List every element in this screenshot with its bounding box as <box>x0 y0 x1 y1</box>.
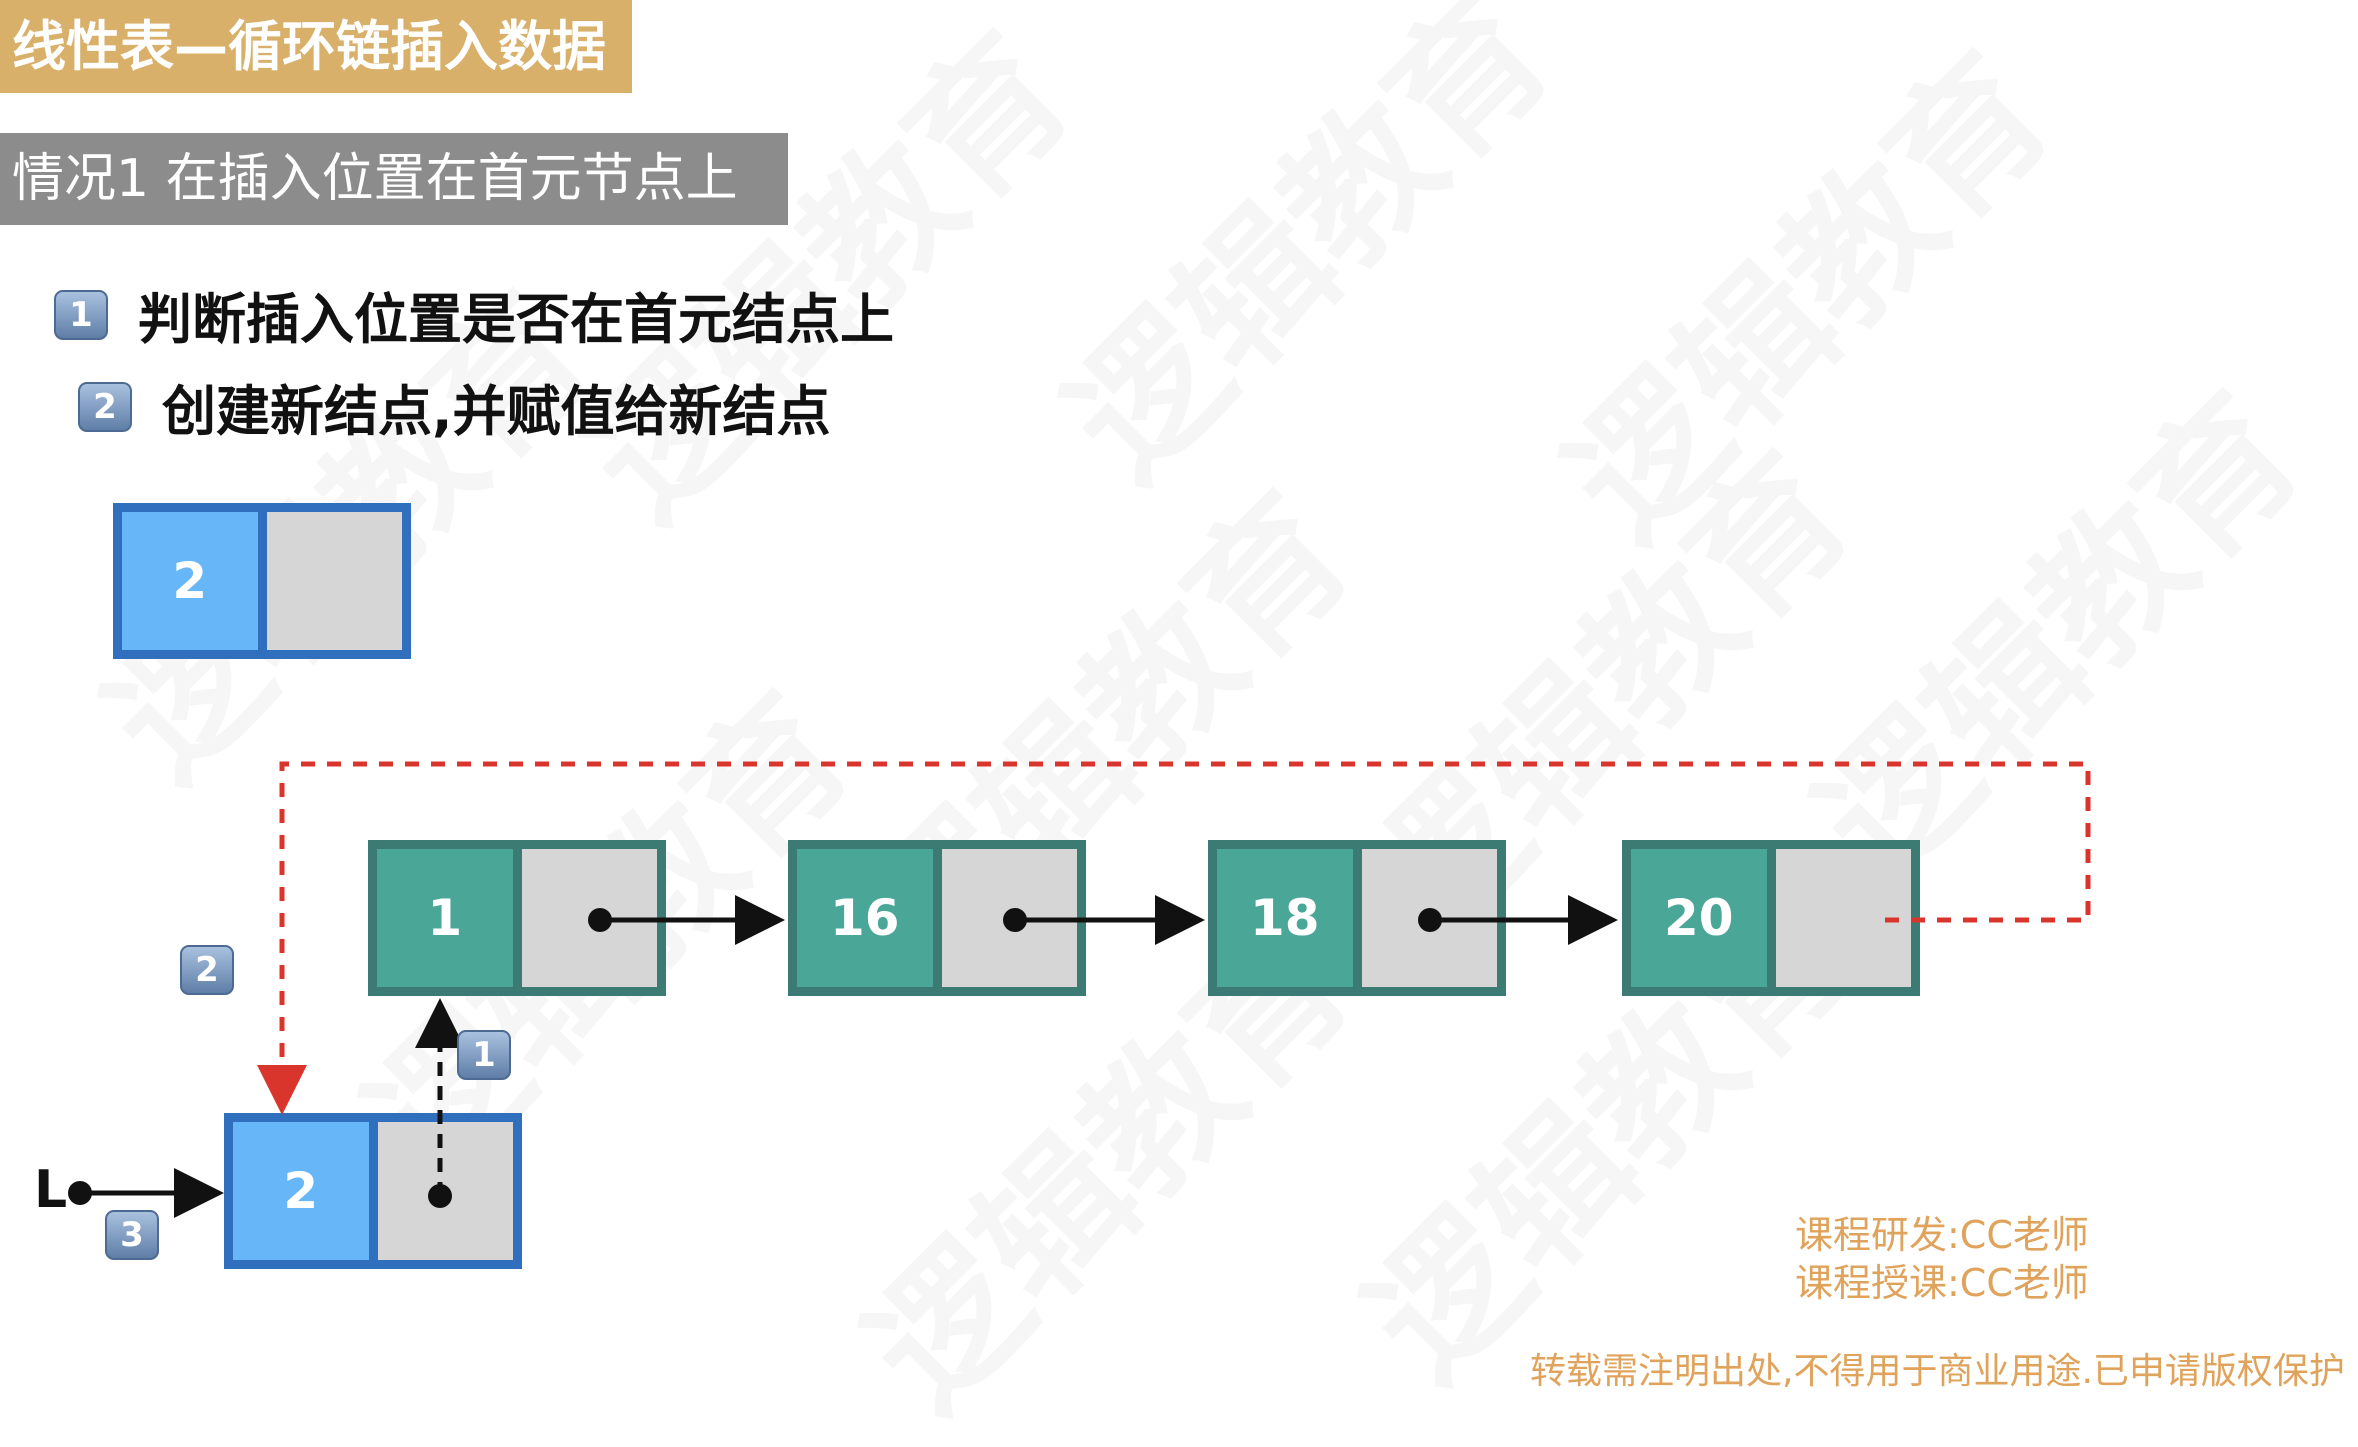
credit-teaching: 课程授课:CC老师 <box>1795 1261 2089 1305</box>
step-number-badge: 2 <box>78 381 132 432</box>
link-arrows <box>68 761 2091 1218</box>
copyright-notice: 转载需注明出处,不得用于商业用途.已申请版权保护 <box>1530 1351 2345 1392</box>
head-link-badge: 3 <box>105 1210 159 1260</box>
inserted-next-arrow <box>415 998 465 1208</box>
case-heading: 情况1 在插入位置在首元节点上 <box>0 133 788 225</box>
next-arrow <box>588 895 785 945</box>
next-arrow <box>1418 895 1618 945</box>
list-node: 1 <box>368 840 666 996</box>
step-number-badge: 1 <box>54 289 108 340</box>
step-text: 判断插入位置是否在首元结点上 <box>138 288 894 351</box>
node-value: 20 <box>1631 849 1767 987</box>
node-value: 2 <box>233 1122 369 1260</box>
next-arrow <box>1003 895 1205 945</box>
node-value: 18 <box>1217 849 1353 987</box>
step-text: 创建新结点,并赋值给新结点 <box>162 380 831 443</box>
new-node: 2 <box>113 503 411 659</box>
head-label: L <box>34 1160 68 1220</box>
node-value: 16 <box>797 849 933 987</box>
credit-research: 课程研发:CC老师 <box>1795 1213 2089 1257</box>
page-title: 线性表—循环链插入数据 <box>0 0 632 93</box>
inserted-node: 2 <box>224 1113 522 1269</box>
circular-link-arrow <box>257 761 2091 1115</box>
step-1: 1 判断插入位置是否在首元结点上 <box>54 275 894 354</box>
node-value: 2 <box>122 512 258 650</box>
node-value: 1 <box>377 849 513 987</box>
head-pointer-arrow <box>68 1168 224 1218</box>
circular-link-badge: 2 <box>180 945 234 995</box>
next-link-badge: 1 <box>457 1030 511 1080</box>
node-pointer-cell <box>257 512 402 650</box>
list-node: 20 <box>1622 840 1920 996</box>
step-2: 2 创建新结点,并赋值给新结点 <box>78 367 831 446</box>
